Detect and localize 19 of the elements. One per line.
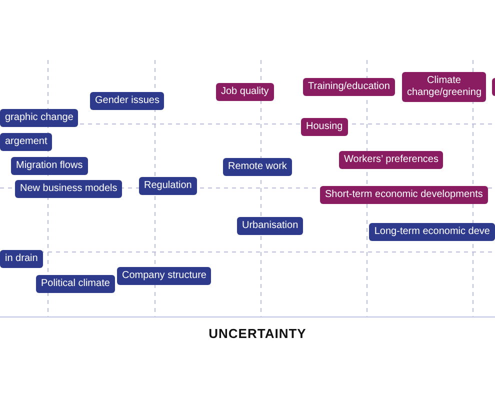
factor-tag: New business models: [15, 180, 122, 198]
factor-tag: Migration flows: [11, 157, 88, 175]
factor-tag: in drain: [0, 250, 43, 268]
factor-tag: Climate change/greening: [402, 72, 486, 102]
factor-tag: Training/education: [303, 78, 395, 96]
factor-tag: Political climate: [36, 275, 115, 293]
factor-tag: Housing: [301, 118, 348, 136]
factor-tag: Remote work: [223, 158, 292, 176]
axis-title: UNCERTAINTY: [208, 326, 306, 341]
factor-tag: Short-term economic developments: [320, 186, 488, 204]
factor-tag: Regulation: [139, 177, 197, 195]
factor-tag: Job quality: [216, 83, 274, 101]
factor-tag: graphic change: [0, 109, 78, 127]
factor-tag: Long-term economic deve: [369, 223, 495, 241]
factor-tag: argement: [0, 133, 52, 151]
factor-tag: Gender issues: [90, 92, 164, 110]
factor-tag: Company structure: [117, 267, 212, 285]
factor-tag: Workers’ preferences: [339, 151, 444, 169]
factor-tag: Urbanisation: [237, 217, 304, 235]
